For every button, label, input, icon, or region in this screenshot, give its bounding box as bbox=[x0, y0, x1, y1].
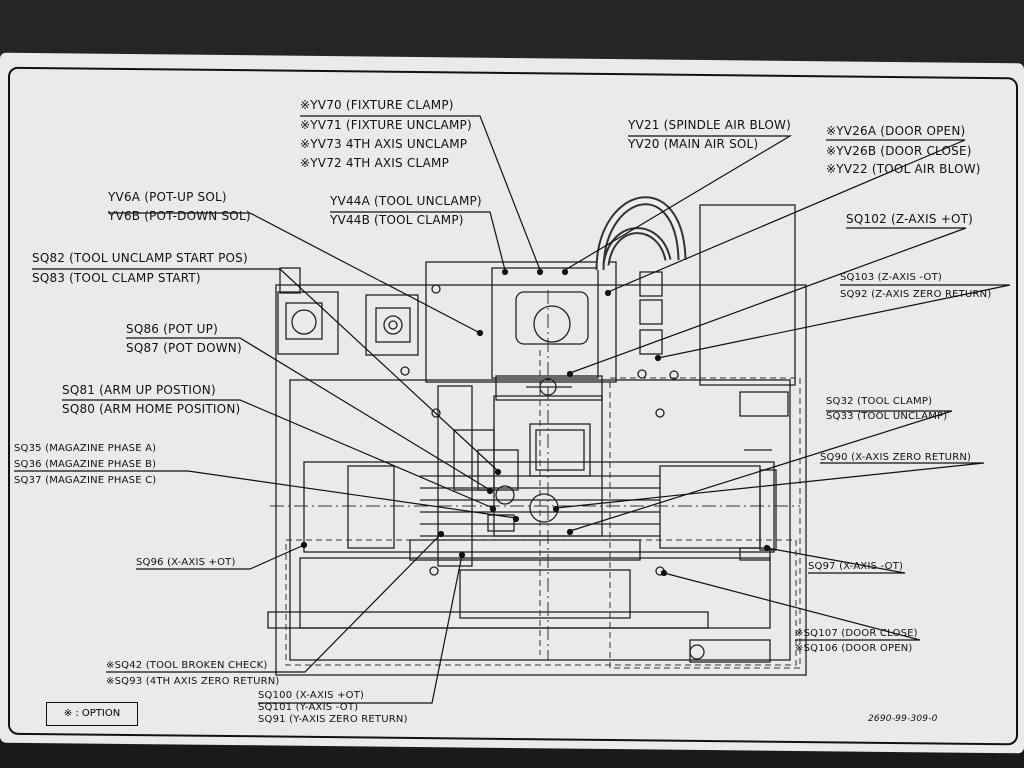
label-sq33: SQ33 (TOOL UNCLAMP) bbox=[826, 411, 948, 422]
label-sq101: SQ101 (Y-AXIS -OT) bbox=[258, 702, 359, 713]
label-sq90: SQ90 (X-AXIS ZERO RETURN) bbox=[820, 452, 972, 463]
label-sq91: SQ91 (Y-AXIS ZERO RETURN) bbox=[258, 714, 408, 725]
label-sq81: SQ81 (ARM UP POSTION) bbox=[62, 383, 216, 397]
label-yv72: ※YV72 4TH AXIS CLAMP bbox=[300, 156, 450, 170]
label-yv44a: YV44A (TOOL UNCLAMP) bbox=[330, 194, 482, 208]
label-sq96: SQ96 (X-AXIS +OT) bbox=[136, 557, 236, 568]
label-yv22: ※YV22 (TOOL AIR BLOW) bbox=[826, 162, 981, 176]
label-sq102: SQ102 (Z-AXIS +OT) bbox=[846, 212, 974, 226]
label-sq107: ※SQ107 (DOOR CLOSE) bbox=[795, 628, 918, 639]
label-sq106: ※SQ106 (DOOR OPEN) bbox=[795, 643, 913, 654]
label-yv44b: YV44B (TOOL CLAMP) bbox=[330, 213, 464, 227]
part-number: 2690-99-309-0 bbox=[868, 714, 938, 724]
label-sq93: ※SQ93 (4TH AXIS ZERO RETURN) bbox=[106, 676, 280, 687]
label-sq32: SQ32 (TOOL CLAMP) bbox=[826, 396, 933, 407]
spindle-head bbox=[425, 261, 617, 383]
label-yv6a: YV6A (POT-UP SOL) bbox=[108, 190, 227, 204]
machine-outline bbox=[275, 284, 807, 676]
label-sq97: SQ97 (X-AXIS -OT) bbox=[808, 561, 904, 572]
label-yv20: YV20 (MAIN AIR SOL) bbox=[628, 137, 759, 151]
label-sq86: SQ86 (POT UP) bbox=[126, 322, 218, 336]
label-yv70: ※YV70 (FIXTURE CLAMP) bbox=[300, 98, 454, 112]
label-sq35: SQ35 (MAGAZINE PHASE A) bbox=[14, 443, 157, 454]
label-yv71: ※YV71 (FIXTURE UNCLAMP) bbox=[300, 118, 472, 132]
label-sq100: SQ100 (X-AXIS +OT) bbox=[258, 690, 365, 701]
option-legend: ※ : OPTION bbox=[46, 702, 138, 726]
label-sq92: SQ92 (Z-AXIS ZERO RETURN) bbox=[840, 289, 992, 300]
label-sq82: SQ82 (TOOL UNCLAMP START POS) bbox=[32, 251, 248, 265]
label-sq87: SQ87 (POT DOWN) bbox=[126, 341, 242, 355]
label-sq36: SQ36 (MAGAZINE PHASE B) bbox=[14, 459, 157, 470]
label-yv26a: ※YV26A (DOOR OPEN) bbox=[826, 124, 966, 138]
label-yv73: ※YV73 4TH AXIS UNCLAMP bbox=[300, 137, 468, 151]
label-sq80: SQ80 (ARM HOME POSITION) bbox=[62, 402, 241, 416]
label-yv26b: ※YV26B (DOOR CLOSE) bbox=[826, 144, 972, 158]
label-yv6b: YV6B (POT-DOWN SOL) bbox=[108, 209, 251, 223]
cabinet-right bbox=[699, 204, 796, 386]
label-sq37: SQ37 (MAGAZINE PHASE C) bbox=[14, 475, 157, 486]
label-sq103: SQ103 (Z-AXIS -OT) bbox=[840, 272, 942, 283]
label-sq42: ※SQ42 (TOOL BROKEN CHECK) bbox=[106, 660, 268, 671]
label-sq83: SQ83 (TOOL CLAMP START) bbox=[32, 271, 201, 285]
work-table bbox=[303, 461, 775, 553]
label-yv21: YV21 (SPINDLE AIR BLOW) bbox=[628, 118, 791, 132]
